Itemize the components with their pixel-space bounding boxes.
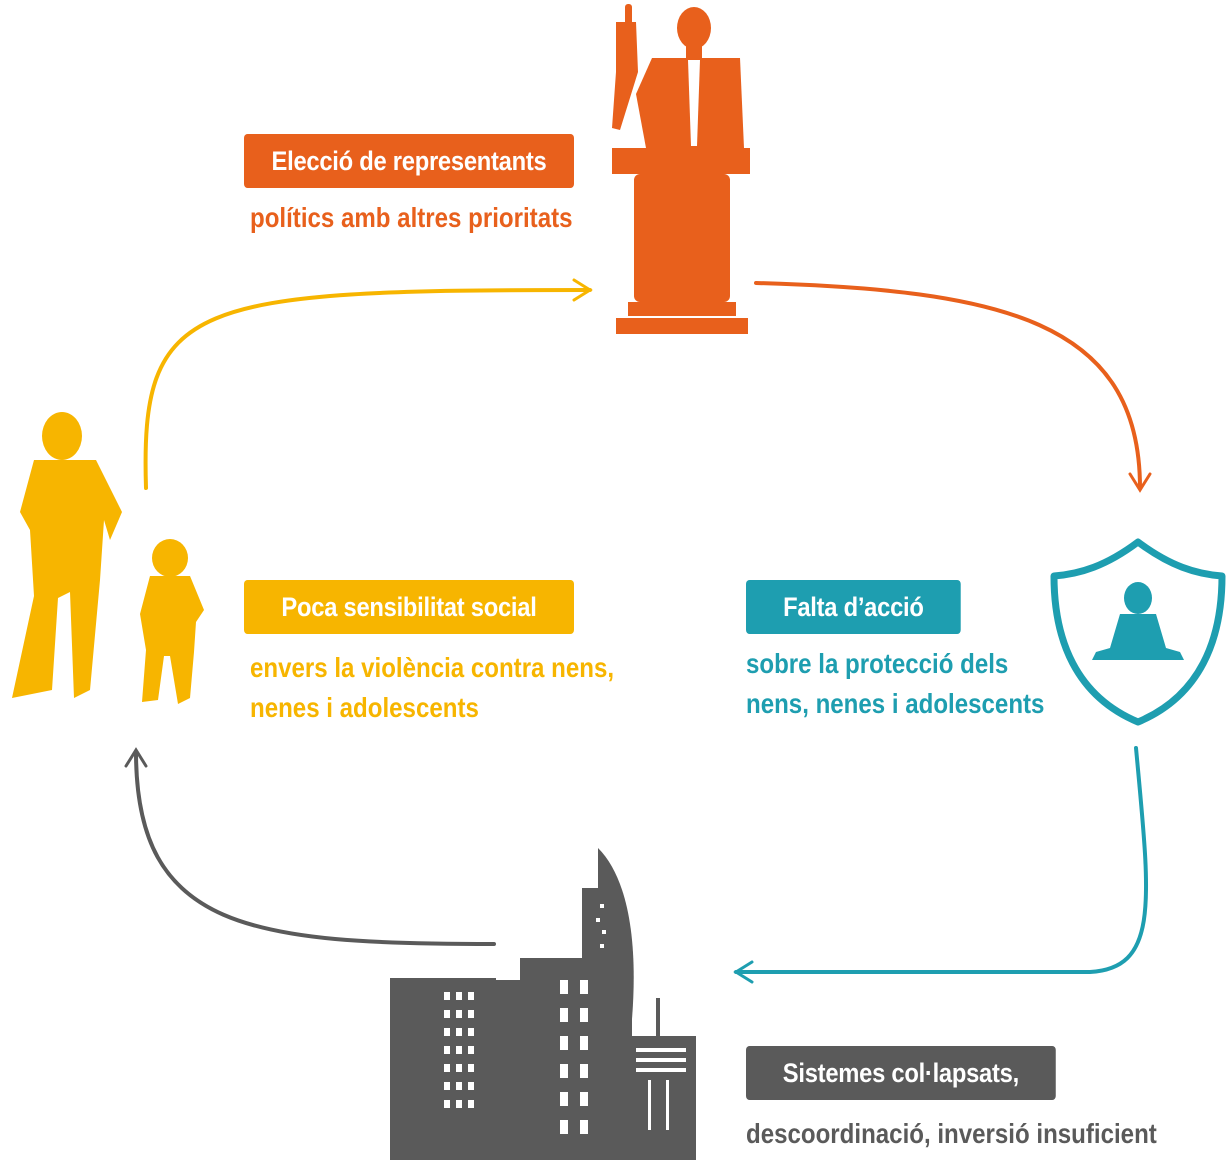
systems-subtitle: descoordinació, inversió insuficient (746, 1114, 1157, 1154)
inaction-title-badge: Falta d’acció (746, 580, 961, 634)
arrow-systems-to-awareness (124, 747, 496, 946)
politician-at-podium-icon (612, 4, 750, 334)
awareness-subtitle-line-2: nenes i adolescents (250, 692, 479, 723)
inaction-subtitle-line-1: sobre la protecció dels (746, 648, 1009, 679)
election-subtitle-line-1: polítics amb altres prioritats (250, 202, 573, 233)
city-buildings-icon (390, 848, 696, 1160)
arrow-election-to-inaction (754, 281, 1152, 493)
inaction-subtitle-line-2: nens, nenes i adolescents (746, 688, 1045, 719)
election-subtitle: polítics amb altres prioritats (250, 198, 573, 238)
arrow-inaction-to-systems (733, 746, 1149, 984)
awareness-subtitle: envers la violència contra nens, nenes i… (250, 648, 614, 728)
adult-and-child-icon (12, 412, 204, 704)
inaction-subtitle: sobre la protecció dels nens, nenes i ad… (746, 644, 1044, 724)
awareness-subtitle-line-1: envers la violència contra nens, (250, 652, 615, 683)
systems-subtitle-line-1: descoordinació, inversió insuficient (746, 1118, 1157, 1149)
arrow-awareness-to-election (143, 278, 593, 490)
child-shield-icon (1050, 538, 1226, 726)
awareness-title-badge: Poca sensibilitat social (244, 580, 574, 634)
systems-title-badge: Sistemes col·lapsats, (746, 1046, 1056, 1100)
election-title-badge: Elecció de representants (244, 134, 574, 188)
